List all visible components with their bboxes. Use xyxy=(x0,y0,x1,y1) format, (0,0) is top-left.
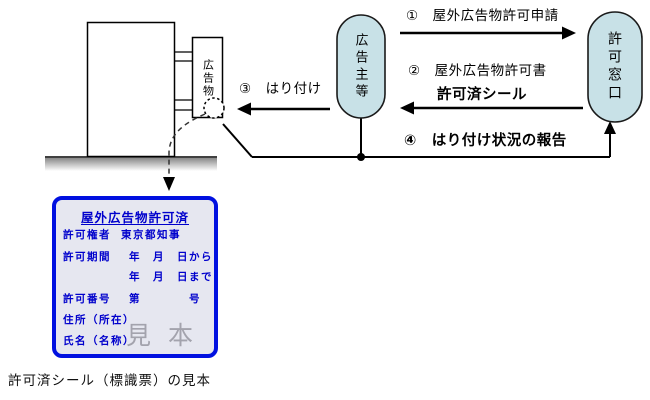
figure-caption: 許可済シール（標識票）の見本 xyxy=(8,373,211,388)
report-arrowhead xyxy=(604,121,616,134)
seal-row-value: 第 xyxy=(129,293,141,305)
seal-row-label: 許可期間 xyxy=(63,251,111,263)
flow-label-application: ① 屋外広告物許可申請 xyxy=(406,8,559,23)
permit-counter-node xyxy=(587,11,643,123)
permit-counter-node-label: 許可窓口 xyxy=(607,31,623,103)
seal-row-value: 年 月 日から xyxy=(129,251,213,263)
ground-shading xyxy=(45,158,217,171)
advertiser-node xyxy=(336,14,386,119)
seal-row-number: 許可番号 第 号 xyxy=(63,291,207,306)
arrow-application xyxy=(400,26,576,40)
advertiser-node-label: 広告主等 xyxy=(353,32,369,101)
seal-pointer-arrowhead xyxy=(163,177,175,191)
seal-row-period-to: 年 月 日まで xyxy=(63,269,212,284)
arrow-permit-seal xyxy=(400,101,583,115)
seal-row-label: 許可番号 xyxy=(63,293,111,305)
flow-label-seal: 許可済シール xyxy=(437,87,527,103)
seal-spot-circle xyxy=(203,97,225,119)
seal-card-title: 屋外広告物許可済 xyxy=(80,211,189,225)
seal-pointer-curve xyxy=(168,113,206,177)
seal-row-authority: 許可権者東京都知事 xyxy=(63,227,207,242)
seal-row-address: 住所（所在） xyxy=(63,312,207,327)
seal-row-value: 年 月 日まで xyxy=(129,271,213,283)
seal-row-label: 住所（所在） xyxy=(63,314,135,326)
report-junction-dot xyxy=(357,153,365,161)
arrow-attach xyxy=(237,102,330,116)
seal-row-value: 東京都知事 xyxy=(121,229,181,241)
seal-row-label: 許可権者 xyxy=(63,229,111,241)
flow-label-permit: ② 屋外広告物許可書 xyxy=(408,63,547,78)
seal-row-period-from: 許可期間 年 月 日から xyxy=(63,249,212,264)
sample-seal-card: 屋外広告物許可済 許可権者東京都知事 許可期間 年 月 日から 年 月 日まで 許… xyxy=(52,196,218,358)
sample-watermark: 見本 xyxy=(126,322,211,350)
building xyxy=(86,21,176,158)
report-path xyxy=(222,118,611,158)
flow-label-report: ④ はり付け状況の報告 xyxy=(404,133,567,149)
seal-row-suffix: 号 xyxy=(189,293,201,305)
seal-row-label: 氏名（名称） xyxy=(63,335,135,347)
sign-brackets xyxy=(174,51,193,111)
sign-board-label: 広告物 xyxy=(201,58,214,98)
flow-label-attach: ③ はり付け xyxy=(239,81,322,96)
seal-row-name: 氏名（名称） xyxy=(63,333,207,348)
